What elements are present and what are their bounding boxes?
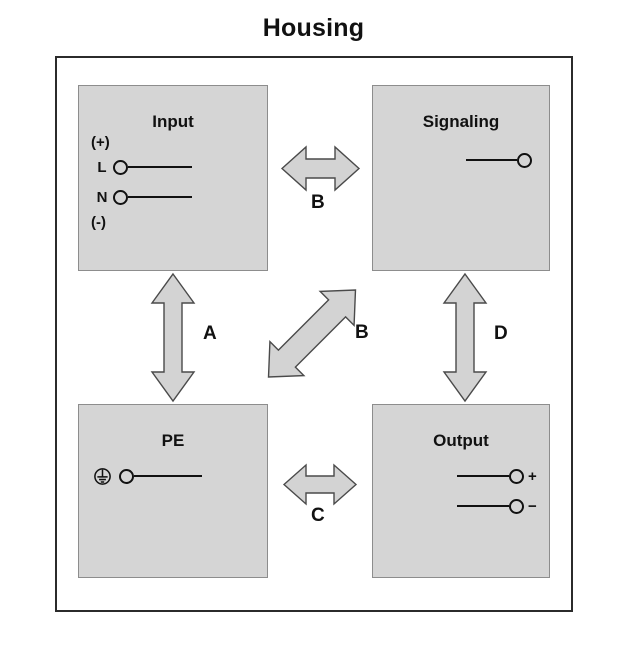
terminal-circle-icon — [113, 189, 128, 205]
terminal-wire-icon — [466, 158, 517, 162]
arrow-b-horizontal — [280, 145, 361, 192]
block-output[interactable]: Output + − — [372, 404, 550, 578]
terminal-wire-icon — [128, 195, 192, 199]
signaling-terminal[interactable] — [466, 149, 532, 171]
input-terminal-n-label: N — [96, 188, 108, 206]
arrow-b-horizontal-label: B — [311, 192, 325, 213]
arrow-b-diagonal-label: B — [355, 322, 369, 343]
protective-earth-icon — [93, 467, 112, 486]
pe-terminal[interactable] — [93, 465, 202, 487]
terminal-circle-icon — [517, 152, 532, 168]
block-pe-title: PE — [161, 431, 185, 450]
terminal-wire-icon — [457, 474, 509, 478]
terminal-wire-icon — [128, 165, 192, 169]
terminal-wire-icon — [457, 504, 509, 508]
terminal-circle-icon — [509, 468, 524, 484]
page-title: Housing — [262, 14, 365, 42]
output-terminal-minus[interactable]: − — [457, 495, 537, 517]
arrow-d-label: D — [494, 323, 508, 344]
block-input-title: Input — [152, 112, 194, 131]
terminal-circle-icon — [509, 498, 524, 514]
output-plus-label: + — [528, 467, 537, 485]
terminal-circle-icon — [119, 468, 134, 484]
arrow-a — [150, 272, 196, 403]
output-terminal-plus[interactable]: + — [457, 465, 537, 487]
block-signaling-title: Signaling — [422, 112, 500, 131]
input-terminal-l[interactable]: L — [91, 156, 192, 178]
block-pe[interactable]: PE — [78, 404, 268, 578]
arrow-a-label: A — [203, 323, 217, 344]
arrow-c-label: C — [311, 505, 325, 526]
input-minus-label: (-) — [91, 214, 106, 231]
output-minus-label: − — [528, 497, 537, 515]
arrow-d — [442, 272, 488, 403]
arrow-c — [282, 463, 358, 506]
input-terminal-l-label: L — [97, 158, 107, 176]
block-output-title: Output — [433, 431, 489, 450]
input-plus-label: (+) — [91, 134, 110, 151]
terminal-wire-icon — [134, 474, 202, 478]
block-signaling[interactable]: Signaling — [372, 85, 550, 271]
terminal-circle-icon — [113, 159, 128, 175]
arrow-b-diagonal — [267, 289, 357, 378]
block-input[interactable]: Input (+) L N (-) — [78, 85, 268, 271]
input-terminal-n[interactable]: N — [91, 186, 192, 208]
